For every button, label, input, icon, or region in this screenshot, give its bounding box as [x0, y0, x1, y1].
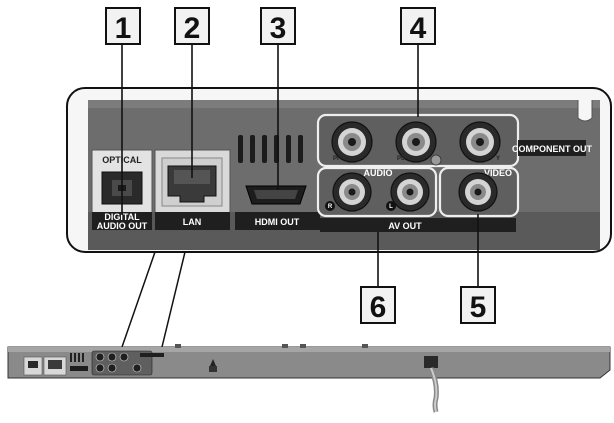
lan-label: LAN	[183, 217, 202, 227]
callout-leaders	[121, 44, 479, 287]
jack-mark-r: R	[328, 204, 333, 210]
jack-mark-l: L	[389, 204, 393, 210]
callout-4-number: 4	[410, 12, 427, 45]
hdmi-out-label: HDMI OUT	[255, 217, 300, 227]
audio-r-jack: R	[325, 172, 372, 212]
video-jack	[458, 172, 498, 212]
callout-2: 2	[174, 7, 210, 45]
component-out-section: Pr Pb Y COMPONENT OUT	[316, 113, 593, 168]
callout-1-number: 1	[115, 12, 132, 45]
av-out-label: AV OUT	[388, 221, 422, 231]
digital-audio-out-label-line1: DIGITAL	[104, 212, 140, 222]
optical-port-section: OPTICAL DIGITAL AUDIO OUT	[91, 149, 153, 231]
lan-port-section: LAN	[154, 149, 231, 231]
component-pr-jack: Pr	[331, 121, 373, 163]
audio-label: AUDIO	[364, 168, 393, 178]
jack-mark-pb: Pb	[397, 156, 405, 162]
callout-6-number: 6	[370, 291, 387, 324]
jack-mark-pr: Pr	[333, 156, 340, 162]
video-label: VIDEO	[484, 168, 512, 178]
callout-3: 3	[260, 7, 296, 45]
component-out-label: COMPONENT OUT	[512, 144, 593, 154]
zoom-connector	[121, 251, 186, 348]
jack-mark-y: Y	[496, 156, 500, 162]
callout-3-number: 3	[270, 12, 287, 45]
callout-6: 6	[360, 286, 396, 324]
ground-screw	[430, 154, 442, 166]
callout-5-number: 5	[470, 291, 487, 324]
av-out-audio-section: AUDIO R L	[316, 166, 438, 218]
callout-4: 4	[400, 7, 436, 45]
callout-5: 5	[460, 286, 496, 324]
video-out-section: VIDEO	[438, 166, 520, 218]
component-y-jack: Y	[459, 121, 501, 163]
device-rear-overview	[7, 344, 611, 379]
callout-2-number: 2	[184, 12, 201, 45]
callout-1: 1	[105, 7, 141, 45]
component-pb-jack: Pb	[395, 121, 437, 163]
audio-l-jack: L	[386, 172, 430, 212]
hdmi-port-section: HDMI OUT	[235, 185, 320, 230]
digital-audio-out-label-line2: AUDIO OUT	[97, 221, 148, 231]
